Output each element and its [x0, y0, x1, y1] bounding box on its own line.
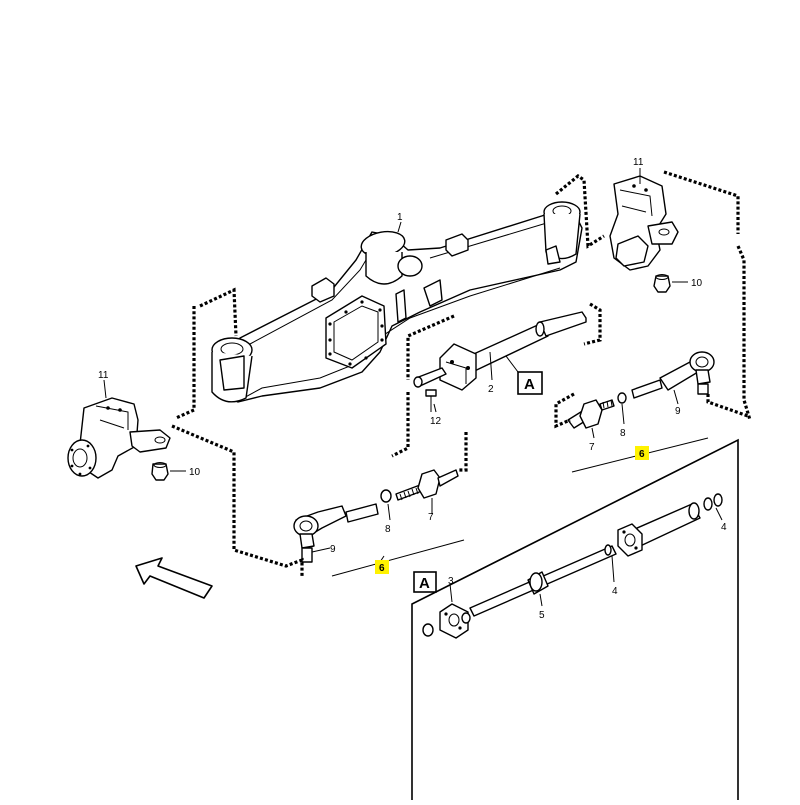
callout-1: 1: [397, 212, 403, 223]
locator-line-cylinder-right: [583, 302, 602, 346]
callout-7-left: 7: [428, 512, 434, 523]
nut-right: [653, 274, 688, 293]
locator-line-cylinder-lower: [391, 392, 410, 458]
callout-6-left: 6: [379, 563, 385, 574]
callout-5: 5: [539, 610, 545, 621]
locator-line-left-knuckle: [175, 306, 196, 420]
callout-7-right: 7: [589, 442, 595, 453]
locator-line-tie-rod-left: [458, 432, 468, 472]
detail-inset-letter: A: [419, 575, 430, 592]
steering-knuckle-left: [67, 397, 171, 479]
callout-4-lower: 4: [612, 586, 618, 597]
bolt-12: [425, 389, 437, 413]
callout-8-right: 8: [620, 428, 626, 439]
callout-4-upper: 4: [721, 522, 727, 533]
callout-8-left: 8: [385, 524, 391, 535]
callout-10-left: 10: [189, 467, 201, 478]
callout-2: 2: [488, 384, 494, 395]
locator-line-tie-rod-right-knuckle: [706, 394, 749, 418]
detail-ref-letter-top: A: [524, 376, 535, 393]
detail-ref-box-top: [517, 371, 543, 395]
steering-cylinder: [413, 311, 587, 391]
forward-direction-arrow-icon: [135, 557, 213, 599]
steering-knuckle-right: [609, 175, 679, 271]
locator-line-right-side: [736, 245, 752, 421]
locator-line-cylinder-left: [406, 314, 455, 380]
locator-line-tie-rod-right: [554, 392, 575, 429]
callout-11-right: 11: [633, 157, 644, 168]
callout-6-right-highlight: [635, 446, 649, 460]
detail-inset-a: A: [411, 438, 739, 800]
callout-6-right: 6: [639, 449, 645, 460]
axle-beam: [211, 201, 583, 403]
locator-line-left-beam: [199, 287, 238, 337]
tie-rod-assembly-left: [293, 469, 459, 563]
callout-9-left: 9: [330, 544, 336, 555]
callout-10-right: 10: [691, 278, 703, 289]
callout-6-left-highlight: [375, 560, 389, 574]
callout-3: 3: [448, 576, 454, 587]
callout-9-right: 9: [675, 406, 681, 417]
tie-rod-assembly-right: [567, 351, 715, 429]
locator-line-right-knuckle-upper: [663, 170, 740, 234]
callout-11-left: 11: [98, 370, 109, 381]
callout-12: 12: [430, 416, 442, 427]
detail-inset-label-box: [413, 571, 437, 593]
locator-line-tie-rod-left-knuckle: [171, 424, 304, 578]
nut-left: [151, 462, 186, 481]
